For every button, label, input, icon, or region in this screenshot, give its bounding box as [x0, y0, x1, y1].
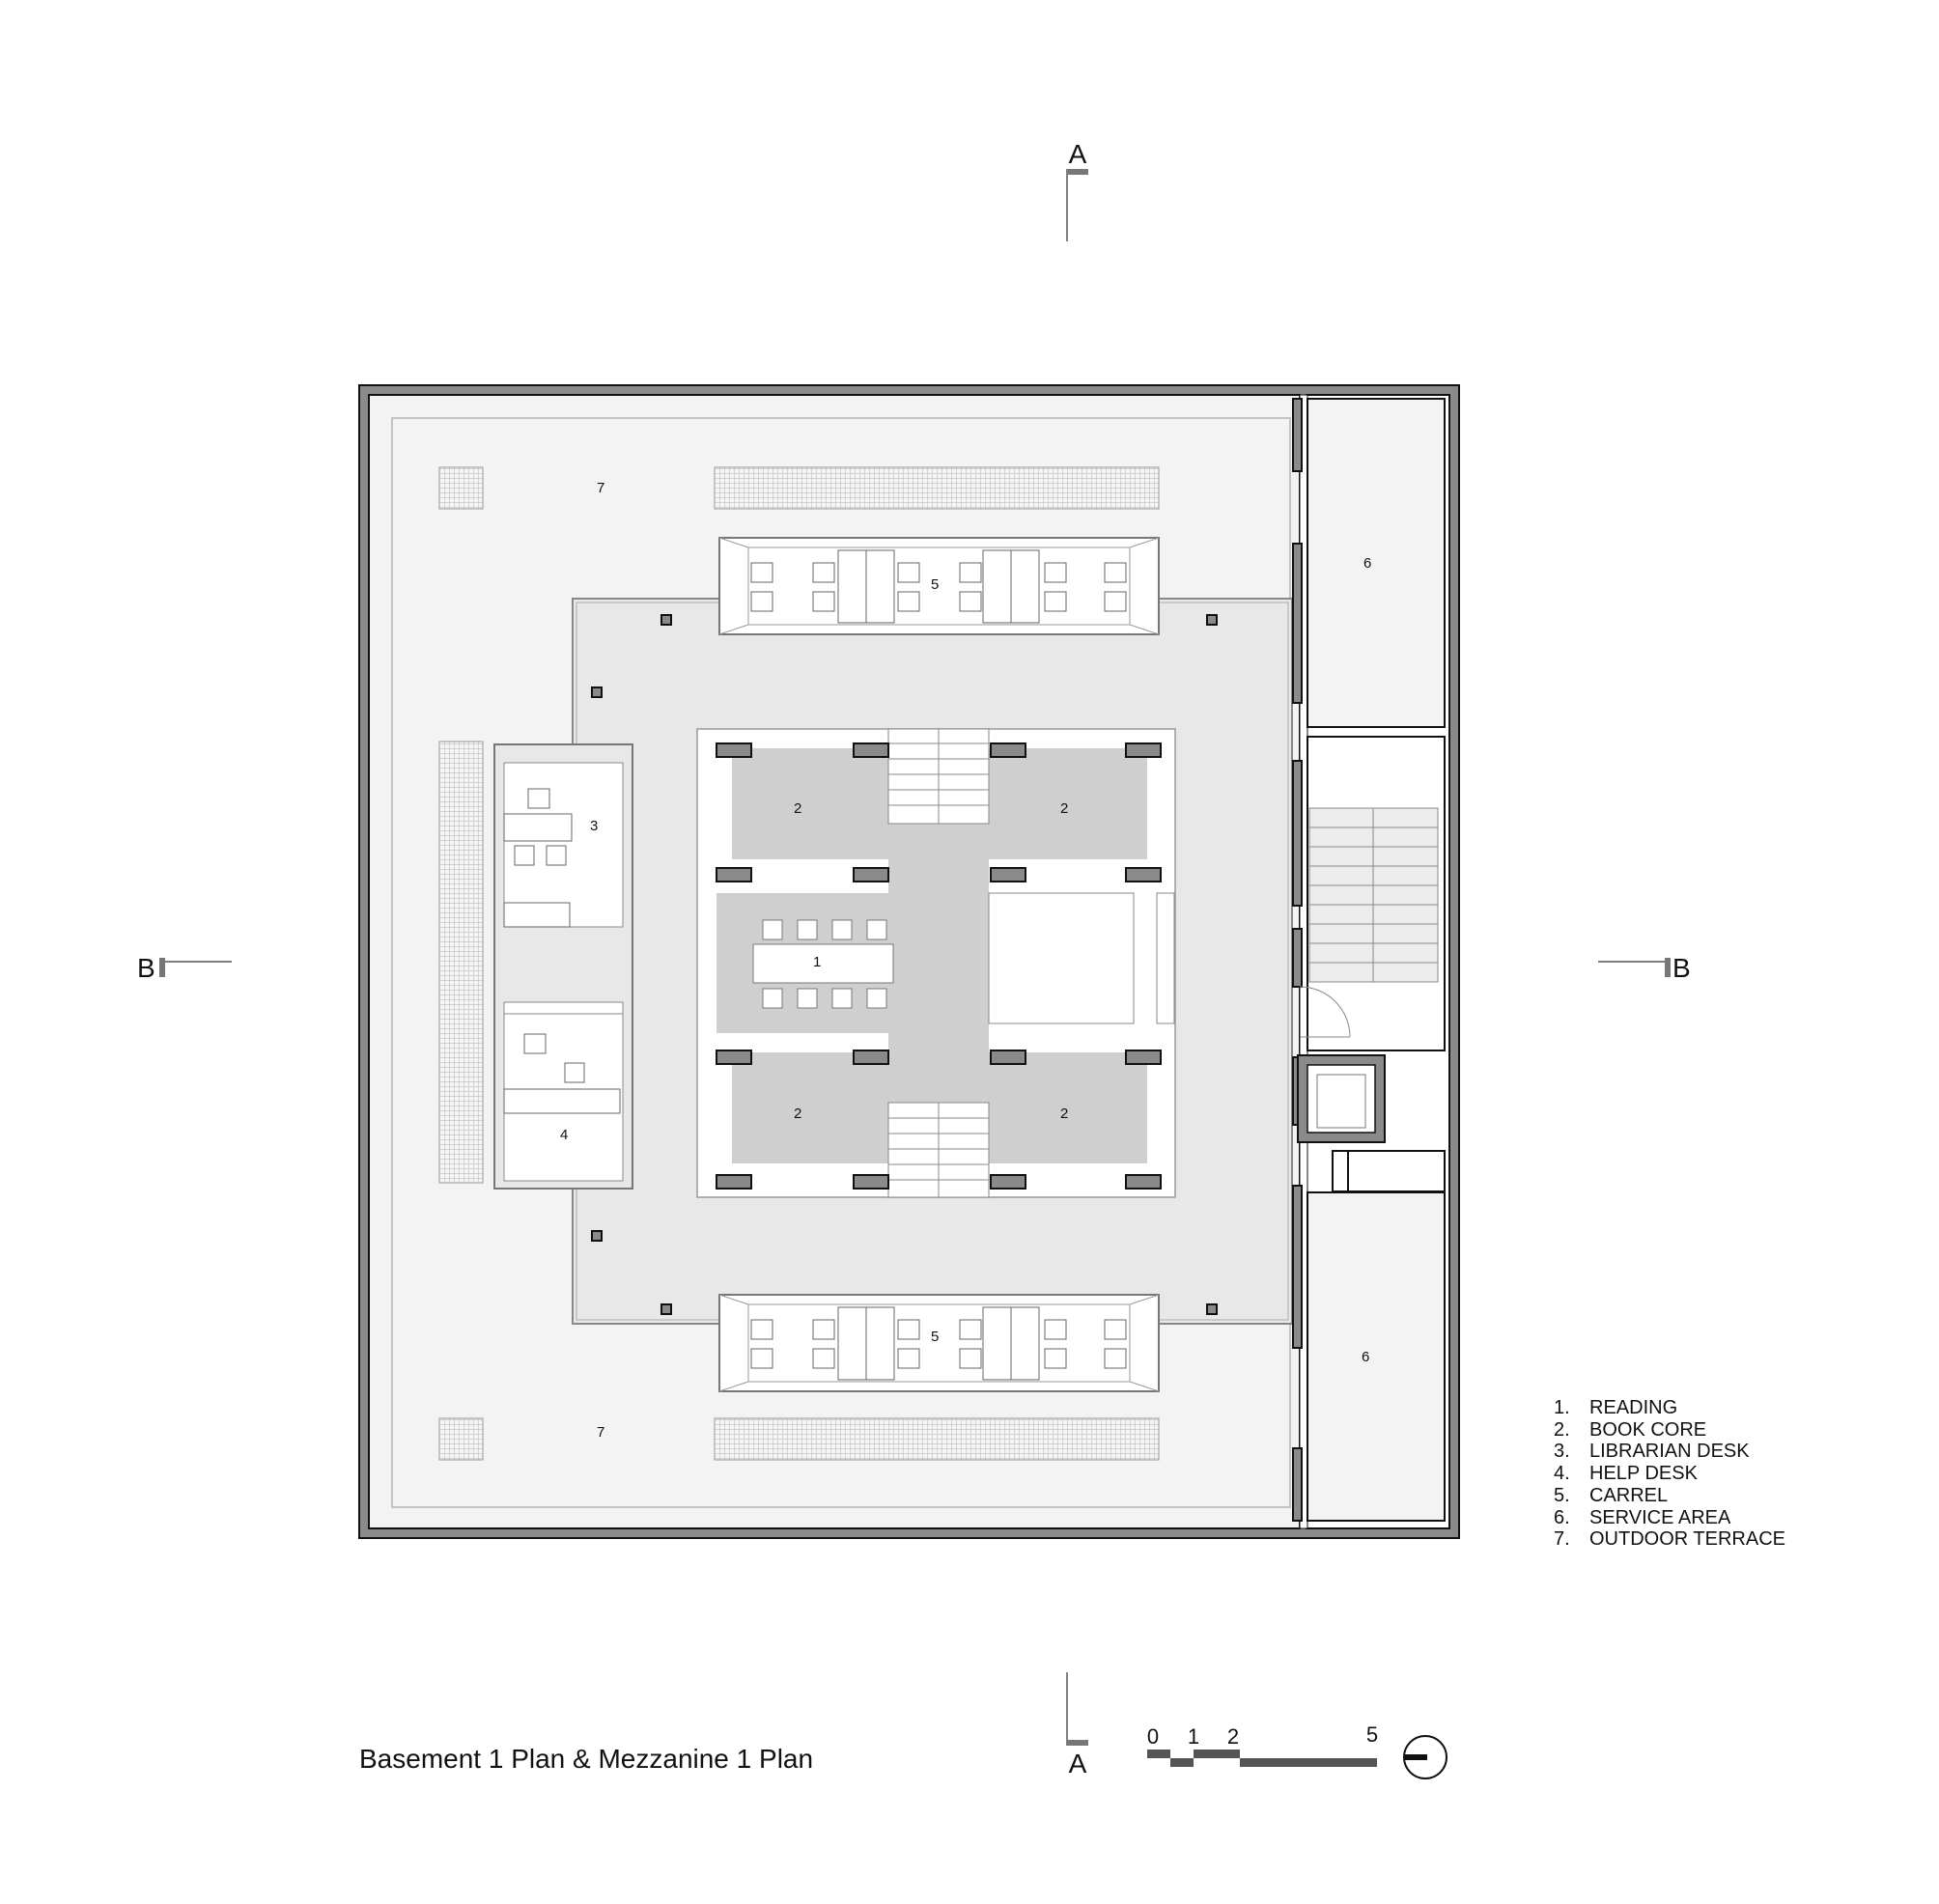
scale-tick-1: 1	[1188, 1724, 1199, 1749]
floor-columns	[591, 614, 1218, 1315]
scale-tick-2: 2	[1227, 1724, 1239, 1749]
legend-item: 3.LIBRARIAN DESK	[1554, 1441, 1750, 1463]
section-b-left-label: B	[137, 953, 155, 983]
carrel-bottom	[718, 1294, 1160, 1392]
planter-grids	[438, 466, 1160, 1461]
scale-tick-5: 5	[1366, 1722, 1378, 1747]
room-label-book-core-2: 2	[1060, 800, 1068, 817]
room-legend: 1.READING 2.BOOK CORE 3.LIBRARIAN DESK 4…	[1554, 1397, 1785, 1551]
room-label-reading: 1	[813, 954, 821, 970]
room-label-book-core-3: 2	[794, 1106, 801, 1122]
room-label-book-core-1: 2	[794, 800, 801, 817]
legend-item: 2.BOOK CORE	[1554, 1418, 1707, 1441]
scale-tick-0: 0	[1147, 1724, 1159, 1749]
room-label-book-core-4: 2	[1060, 1106, 1068, 1122]
room-label-help-desk: 4	[560, 1127, 568, 1143]
legend-item: 5.CARREL	[1554, 1484, 1669, 1506]
legend-item: 4.HELP DESK	[1554, 1463, 1698, 1485]
section-b-right-label: B	[1672, 953, 1691, 983]
legend-item: 6.SERVICE AREA	[1554, 1506, 1731, 1528]
section-marker-a-top: A	[1066, 139, 1088, 241]
carrel-top	[718, 537, 1160, 635]
scale-bar: 0 1 2 5	[1147, 1722, 1378, 1767]
north-arrow-icon	[1403, 1735, 1447, 1779]
room-label-service-top: 6	[1363, 555, 1371, 572]
central-core	[696, 728, 1176, 1198]
room-label-librarian-desk: 3	[590, 818, 598, 834]
room-label-terrace-bottom: 7	[597, 1424, 604, 1441]
service-strip	[1292, 394, 1446, 1529]
section-marker-b-left: B	[137, 953, 232, 983]
room-label-carrel-top: 5	[931, 576, 939, 593]
plan-title: Basement 1 Plan & Mezzanine 1 Plan	[359, 1744, 814, 1774]
room-label-terrace-top: 7	[597, 480, 604, 496]
room-label-carrel-bottom: 5	[931, 1329, 939, 1345]
section-marker-b-right: B	[1598, 953, 1691, 983]
section-a-top-label: A	[1069, 139, 1087, 169]
section-marker-a-bottom: A	[1066, 1672, 1088, 1778]
section-a-bottom-label: A	[1069, 1749, 1087, 1778]
room-label-service-bottom: 6	[1362, 1349, 1369, 1365]
legend-item: 7.OUTDOOR TERRACE	[1554, 1528, 1785, 1551]
desk-wing	[493, 743, 633, 1190]
legend-item: 1.READING	[1554, 1397, 1678, 1418]
